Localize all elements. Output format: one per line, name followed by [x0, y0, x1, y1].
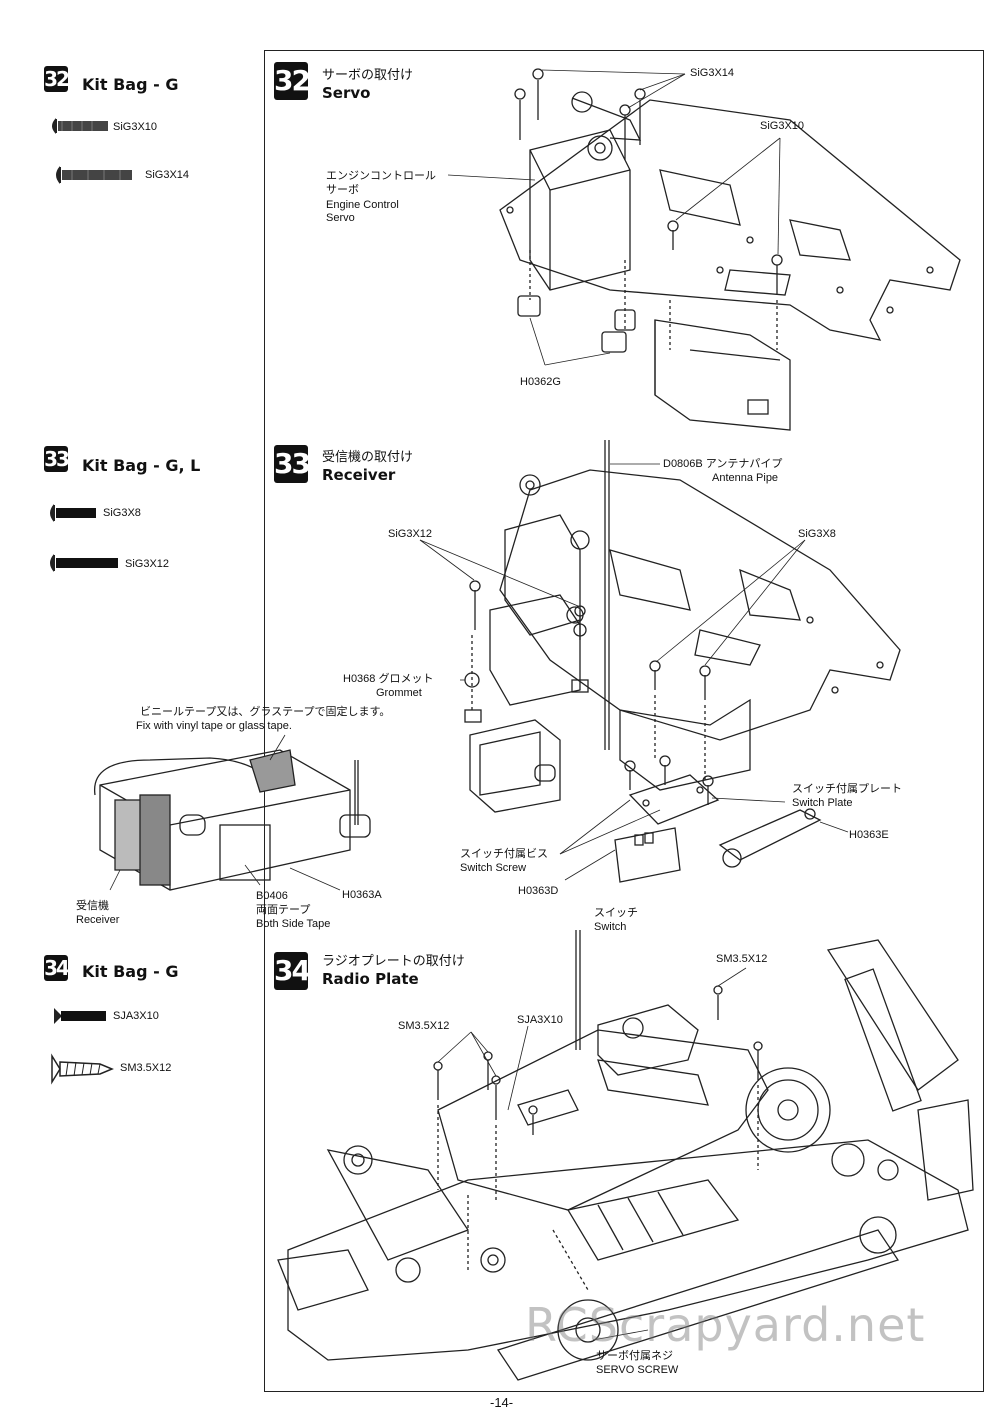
page-number: -14-	[490, 1395, 514, 1410]
callout-33-b0406: B0406	[256, 890, 288, 902]
step-34-badge: 34	[274, 952, 311, 990]
callout-34-servoscrew-jp: サーボ付属ネジ	[596, 1350, 673, 1362]
watermark: RCScrapyard.net	[525, 1298, 926, 1352]
part-label-sm35x12: SM3.5X12	[120, 1062, 172, 1074]
kit-bag-34: Kit Bag - G	[82, 962, 179, 981]
callout-33-sig3x12: SiG3X12	[388, 528, 433, 540]
callout-32-servo-en2: Servo	[326, 212, 355, 224]
screw-sig3x8-icon	[50, 504, 96, 522]
screw-sig3x12-icon	[50, 554, 118, 572]
receiver-chassis-diagram	[419, 440, 901, 883]
callout-33-tape-en: Fix with vinyl tape or glass tape.	[136, 720, 292, 732]
step-32-badge-small: 32	[44, 66, 70, 92]
callout-32-servo-jp1: エンジンコントロール	[326, 170, 436, 182]
callout-33-sig3x8: SiG3X8	[798, 528, 836, 540]
screw-sig3x14-icon	[56, 166, 132, 184]
callout-32-servo-en1: Engine Control	[326, 199, 399, 211]
callout-33-switch-en: Switch	[594, 921, 627, 933]
step-34-title-en: Radio Plate	[322, 970, 419, 988]
step-32-title-jp: サーボの取付け	[322, 67, 414, 82]
screw-sm35x12-icon	[51, 1053, 114, 1085]
step-32-badge: 32	[274, 62, 311, 100]
callout-33-switchplate-en: Switch Plate	[792, 797, 853, 809]
part-label-sig3x8: SiG3X8	[103, 507, 141, 519]
callout-33-switchscrew-en: Switch Screw	[460, 862, 527, 874]
callout-33-h0363a: H0363A	[342, 889, 382, 901]
callout-33-switchplate-jp: スイッチ付属プレート	[792, 783, 902, 795]
screw-sig3x10-icon	[52, 118, 108, 134]
callout-33-grommet-jp: H0368 グロメット	[343, 673, 434, 685]
callout-33-h0363e: H0363E	[849, 829, 889, 841]
callout-34-sm35-a: SM3.5X12	[716, 953, 768, 965]
steps-frame	[264, 50, 984, 1392]
step-33-title-en: Receiver	[322, 466, 396, 484]
step-33-title-jp: 受信機の取付け	[322, 449, 414, 464]
step-32-title-en: Servo	[322, 84, 371, 102]
part-label-sig3x14: SiG3X14	[145, 169, 190, 181]
callout-33-tape2-jp: 両面テープ	[256, 904, 311, 916]
callout-33-switch-jp: スイッチ	[594, 907, 638, 919]
callout-33-antenna: D0806B アンテナパイプ	[663, 458, 783, 470]
callout-34-sja: SJA3X10	[517, 1014, 563, 1026]
radio-plate-chassis-diagram	[277, 930, 974, 1381]
receiver-tape-inset-diagram	[94, 734, 371, 891]
callout-34-servoscrew-en: SERVO SCREW	[596, 1364, 679, 1376]
callout-32-sig3x14: SiG3X14	[690, 67, 735, 79]
callout-32-servo-jp2: サーボ	[326, 184, 359, 196]
callout-33-h0363d: H0363D	[518, 885, 559, 897]
kit-bag-33: Kit Bag - G, L	[82, 456, 201, 475]
callout-33-tape2-en: Both Side Tape	[256, 918, 331, 930]
callout-33-receiver-jp: 受信機	[76, 900, 109, 912]
callout-32-h0362g: H0362G	[520, 376, 561, 388]
callout-33-receiver-en: Receiver	[76, 914, 120, 926]
callout-34-sm35-b: SM3.5X12	[398, 1020, 450, 1032]
callout-33-grommet-en: Grommet	[376, 687, 422, 699]
step-33-badge: 33	[274, 445, 311, 483]
callout-33-antenna-en: Antenna Pipe	[712, 472, 779, 484]
part-label-sja3x10: SJA3X10	[113, 1010, 159, 1022]
step-34-title-jp: ラジオプレートの取付け	[322, 953, 465, 968]
step-33-badge-small: 33	[44, 446, 70, 472]
step-34-badge-small: 34	[44, 955, 70, 981]
part-label-sig3x10: SiG3X10	[113, 121, 158, 133]
part-label-sig3x12: SiG3X12	[125, 558, 170, 570]
screw-sja3x10-icon	[54, 1008, 106, 1024]
callout-33-tape-jp: ビニールテープ又は、グラステープで固定します。	[140, 706, 391, 718]
kit-bag-32: Kit Bag - G	[82, 75, 179, 94]
servo-chassis-diagram	[447, 68, 961, 431]
callout-32-sig3x10: SiG3X10	[760, 120, 805, 132]
callout-33-switchscrew-jp: スイッチ付属ビス	[460, 848, 548, 860]
